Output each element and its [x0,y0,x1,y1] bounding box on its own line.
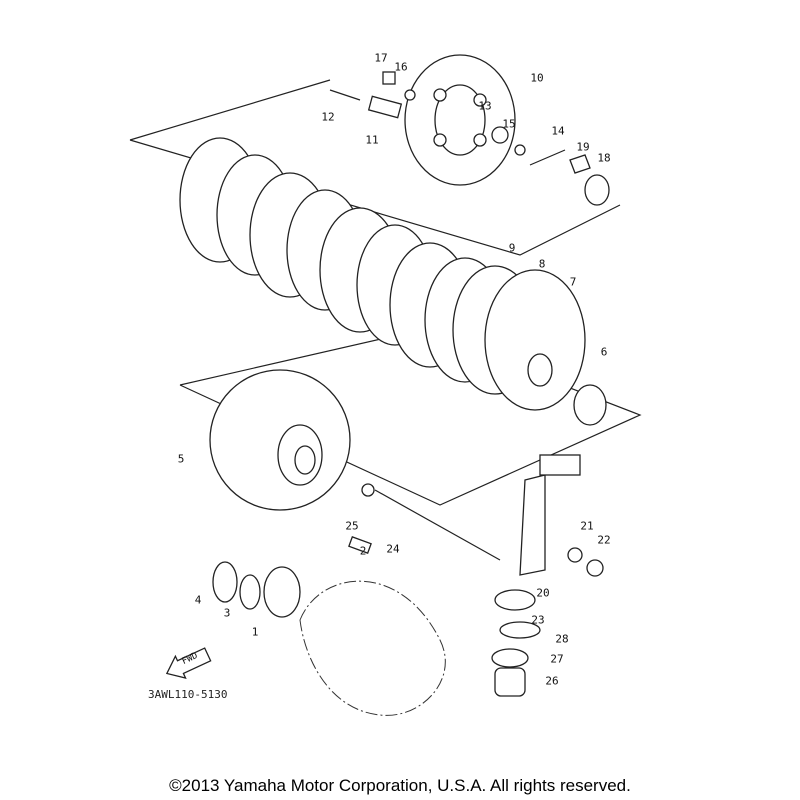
callout-8: 8 [538,257,546,271]
callout-18: 18 [597,151,611,165]
callout-2: 2 [359,544,367,558]
callout-6: 6 [600,345,608,359]
callout-3: 3 [223,606,231,620]
callout-15: 15 [502,117,516,131]
callout-17: 17 [374,51,388,65]
pressure-plate [404,54,516,186]
callout-13: 13 [478,99,492,113]
callout-14: 14 [551,124,565,138]
callout-25: 25 [345,519,359,533]
callout-22: 22 [597,533,611,547]
callout-24: 24 [386,542,400,556]
callout-10: 10 [530,71,544,85]
callout-19: 19 [576,140,590,154]
kick-parts [212,454,604,697]
callout-12: 12 [321,110,335,124]
clutch-plates [179,137,586,411]
callout-26: 26 [545,674,559,688]
crankshaft-outline [299,580,446,716]
group-box-line [179,329,642,506]
callout-20: 20 [536,586,550,600]
callout-16: 16 [394,60,408,74]
callout-23: 23 [531,613,545,627]
clutch-housing [209,369,351,511]
callout-1: 1 [251,625,259,639]
callout-28: 28 [555,632,569,646]
small-parts [329,71,610,426]
callout-7: 7 [569,275,577,289]
group-box-line [129,79,331,141]
copyright-footer: ©2013 Yamaha Motor Corporation, U.S.A. A… [169,776,631,795]
callout-5: 5 [177,452,185,466]
callout-27: 27 [550,652,564,666]
fwd-arrow-icon [165,647,212,679]
callout-21: 21 [580,519,594,533]
callout-9: 9 [508,241,516,255]
callout-11: 11 [365,133,379,147]
callout-4: 4 [194,593,202,607]
drawing-code: 3AWL110-5130 [148,688,228,701]
